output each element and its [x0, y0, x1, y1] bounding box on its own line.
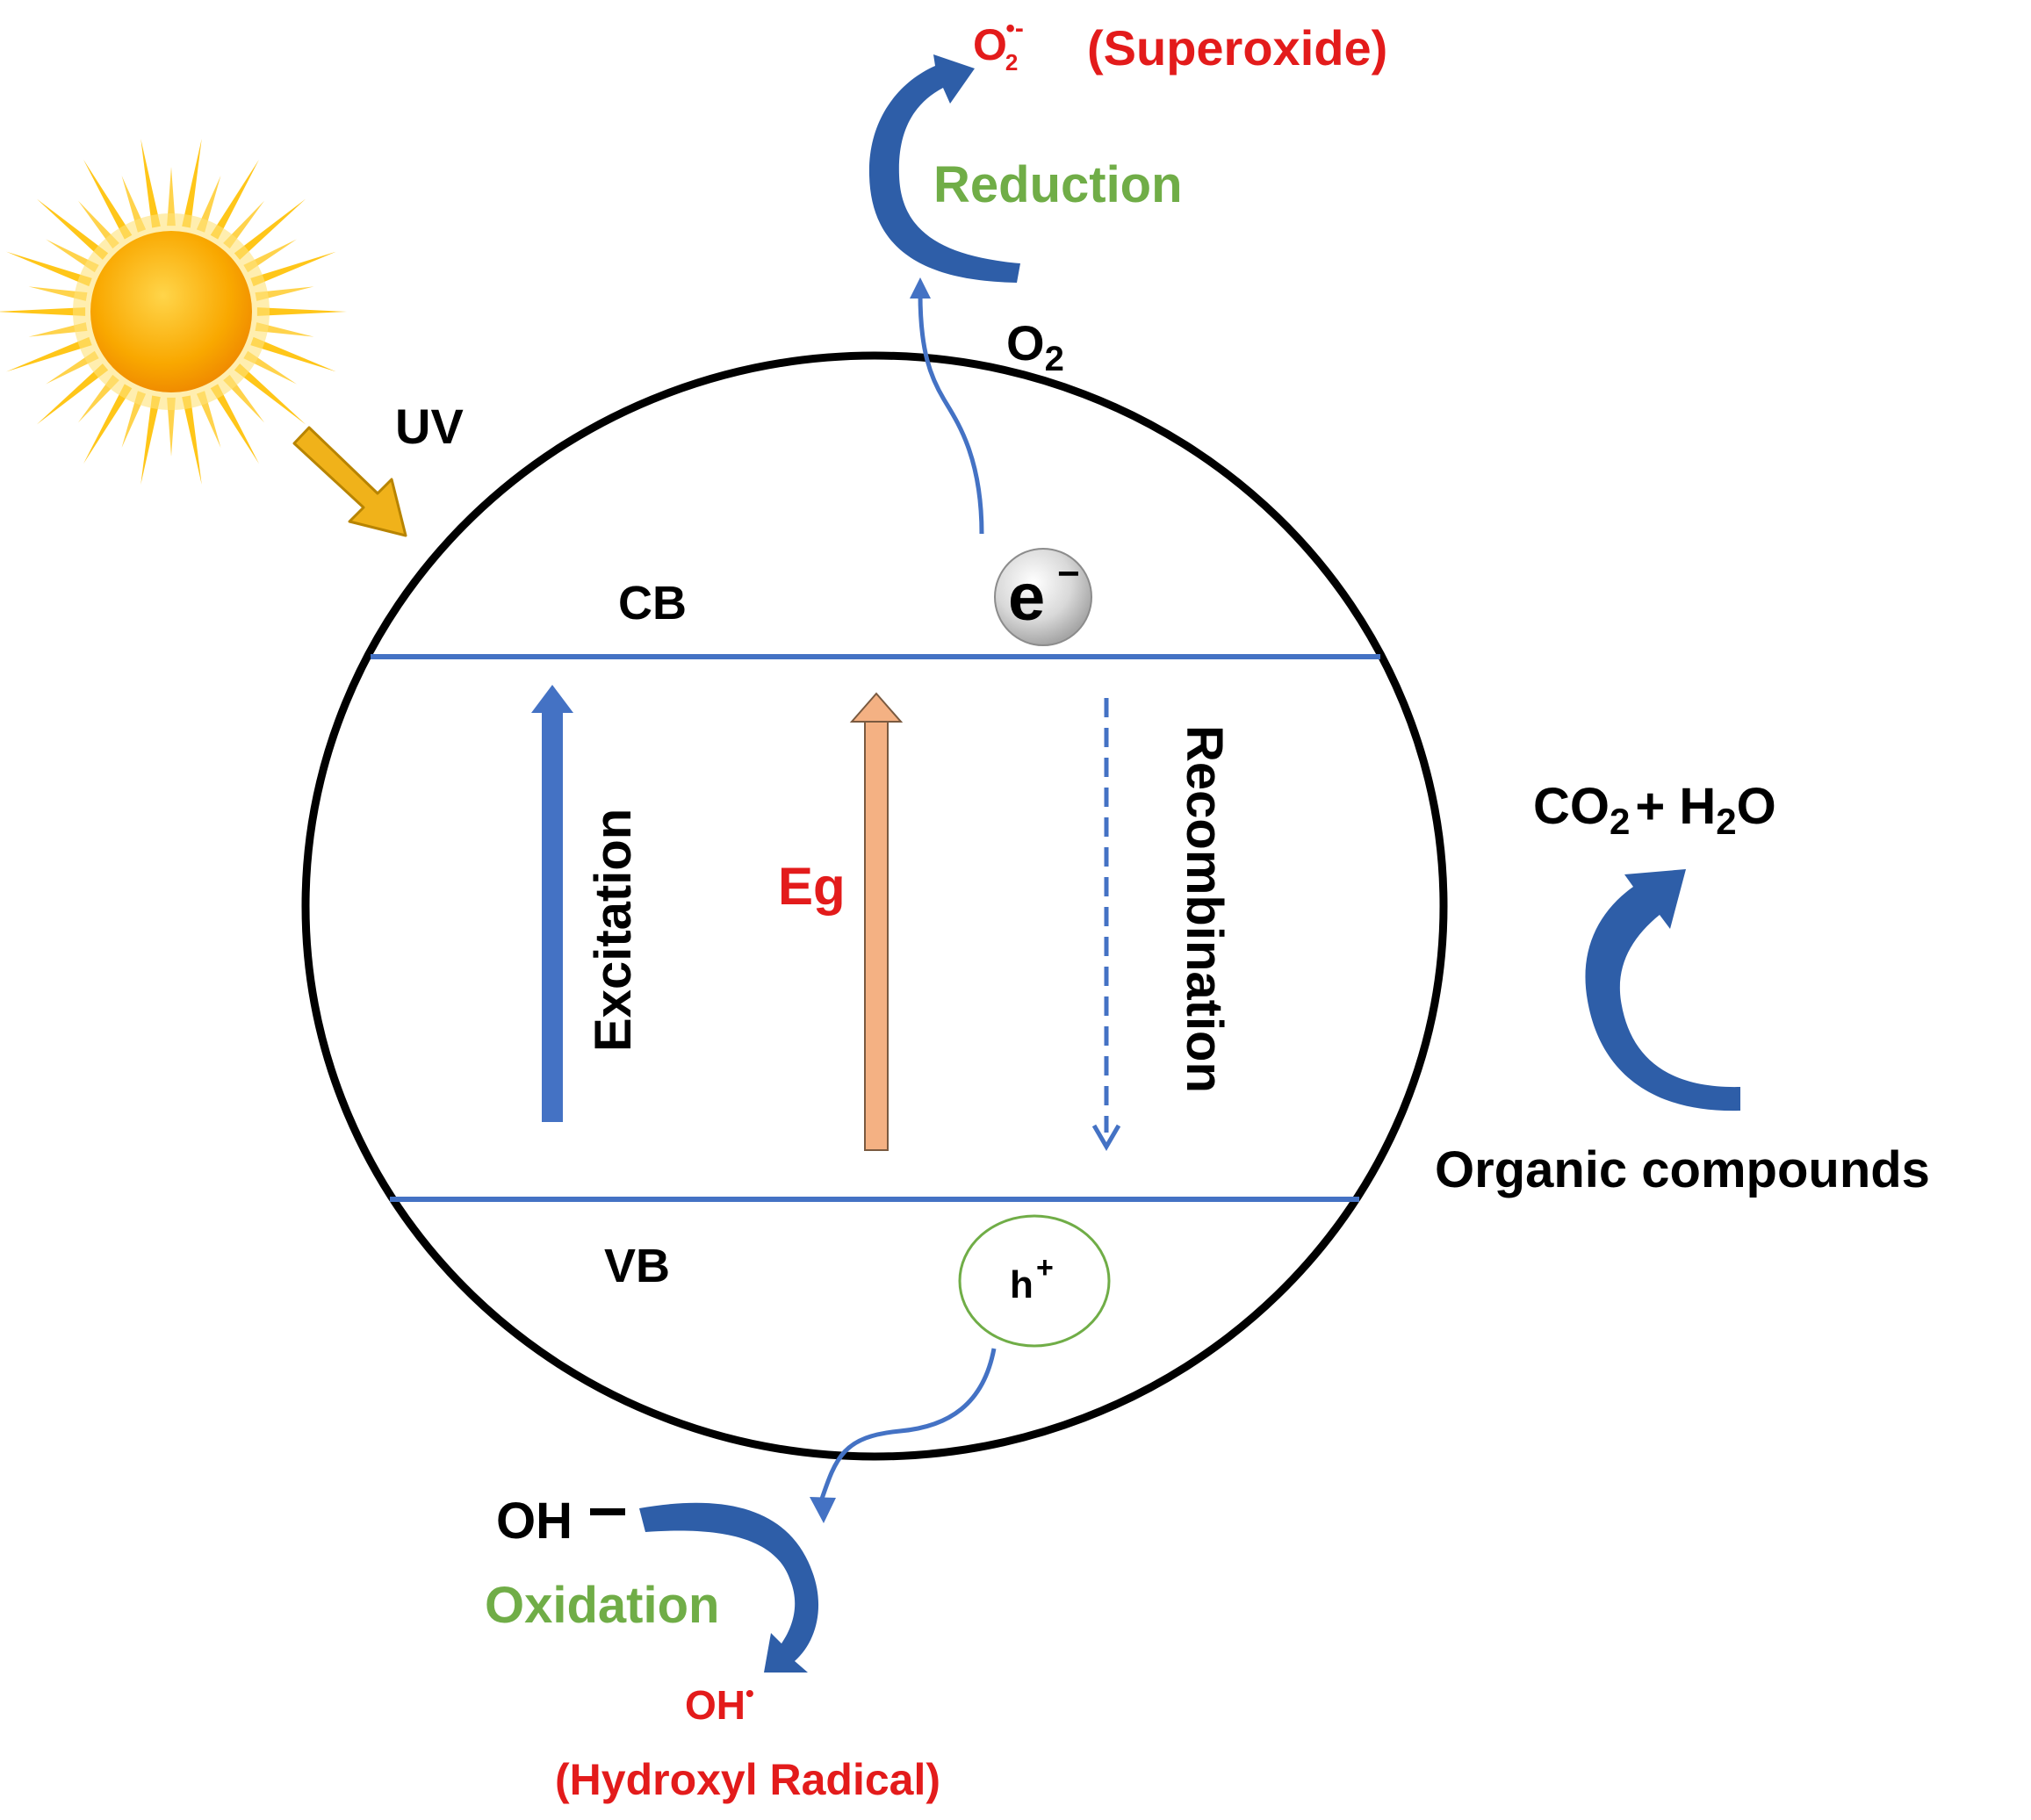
sun-ray	[28, 286, 88, 301]
sun-ray	[255, 322, 314, 337]
hydroxide-label: OH	[496, 1493, 573, 1550]
electron-transfer-arrowhead	[910, 277, 931, 299]
products-label: CO2+ H2O	[1533, 778, 1776, 842]
sun-ray	[250, 336, 336, 372]
sun-ray	[234, 363, 306, 425]
recombination-arrow	[1091, 698, 1121, 1151]
electron: e −	[994, 548, 1092, 646]
sun-ray	[36, 363, 109, 425]
hole-label: h	[1010, 1263, 1034, 1306]
sun-ray	[0, 307, 86, 316]
eg-arrow	[849, 692, 904, 1151]
sun-ray	[255, 286, 314, 301]
o2-label: O2	[1006, 315, 1064, 378]
cb-label: CB	[618, 577, 687, 629]
vb-label: VB	[604, 1240, 670, 1292]
sun-ray	[182, 139, 202, 228]
hole: h +	[958, 1214, 1111, 1348]
sun-ray	[83, 384, 133, 464]
superoxide-symbol: O2•-	[973, 14, 1024, 76]
degradation-curved-arrow	[1585, 869, 1740, 1111]
sun-ray	[196, 391, 221, 449]
sun-ray	[167, 397, 176, 457]
sun-ray	[140, 139, 161, 228]
sun-ray	[121, 175, 147, 233]
sun-ray	[36, 198, 109, 260]
electron-sign: −	[1057, 552, 1080, 595]
hydroxyl-name: (Hydroxyl Radical)	[555, 1755, 940, 1804]
sun-icon	[0, 139, 347, 485]
sun-core	[90, 231, 252, 392]
oxidation-label: Oxidation	[485, 1577, 719, 1634]
semiconductor-particle	[301, 351, 1448, 1461]
hydroxyl-symbol: OH•	[685, 1680, 754, 1728]
eg-label: Eg	[778, 857, 846, 916]
sun-ray	[167, 167, 176, 227]
organic-compounds-label: Organic compounds	[1435, 1141, 1930, 1198]
sun-ray	[210, 384, 259, 464]
excitation-label: Excitation	[585, 809, 642, 1052]
uv-label: UV	[395, 399, 464, 454]
oxidation-curved-arrow	[639, 1502, 819, 1673]
hole-transfer-arrow	[818, 1348, 997, 1502]
hole-transfer-arrowhead	[810, 1497, 836, 1523]
reduction-label: Reduction	[933, 156, 1183, 213]
electron-transfer-arrow	[918, 293, 984, 535]
sun-ray	[182, 395, 202, 485]
electron-label: e	[1008, 560, 1045, 635]
sun-ray	[28, 322, 88, 337]
recombination-label: Recombination	[1176, 725, 1233, 1093]
sun-ray	[6, 251, 92, 287]
sun-ray	[121, 391, 147, 449]
sun-ray	[196, 175, 221, 233]
sun-ray	[140, 395, 161, 485]
superoxide-name: (Superoxide)	[1087, 20, 1387, 76]
sun-ray	[250, 251, 336, 287]
excitation-arrow	[531, 685, 573, 1122]
sun-ray	[256, 307, 347, 316]
hole-sign: +	[1036, 1251, 1054, 1284]
sun-ray	[234, 198, 306, 260]
sun-ray	[210, 159, 259, 240]
reduction-curved-arrow	[868, 54, 1020, 283]
hydroxide-minus-sign	[590, 1508, 625, 1515]
sun-ray	[6, 336, 92, 372]
uv-arrow	[292, 426, 407, 537]
sun-ray	[83, 159, 133, 240]
